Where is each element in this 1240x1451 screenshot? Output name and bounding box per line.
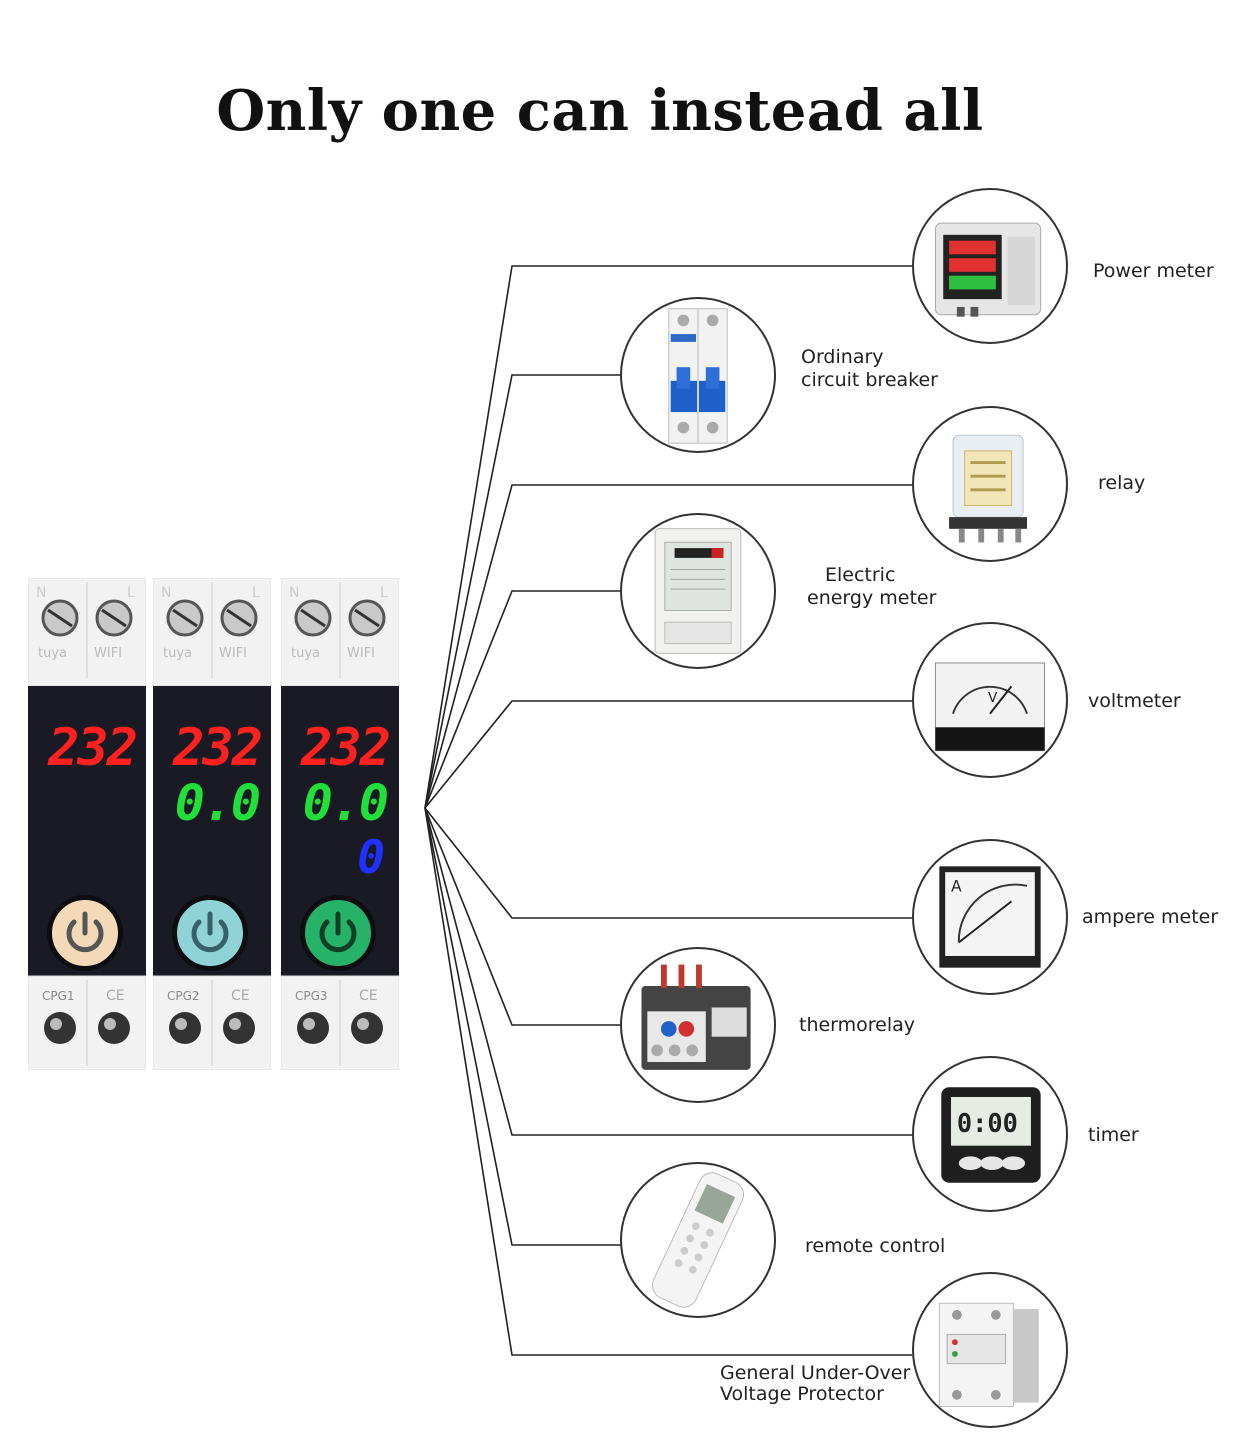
power-icon xyxy=(66,911,104,953)
model-label: CPG1 xyxy=(42,989,75,1003)
ce-label: CE xyxy=(231,988,250,1004)
device-label-energy-meter: Electric energy meter xyxy=(807,564,936,610)
device-label-line: Voltage Protector xyxy=(720,1383,884,1405)
timer-display: 0:00 xyxy=(957,1108,1018,1138)
device-label-circuit-breaker: Ordinary circuit breaker xyxy=(801,346,938,392)
device-label-line: energy meter xyxy=(807,587,937,609)
terminal-label-l: L xyxy=(380,585,388,601)
circuit-breaker-icon xyxy=(620,297,776,453)
power-button[interactable] xyxy=(300,895,376,971)
ammeter-icon: A xyxy=(912,839,1068,995)
device-label-line: General Under-Over xyxy=(720,1362,911,1384)
voltage-protector-icon xyxy=(912,1272,1068,1428)
dial-letter: A xyxy=(951,878,962,896)
device-label-relay: relay xyxy=(1098,472,1146,494)
device-label-line: circuit breaker xyxy=(801,369,938,391)
terminal-label-n: N xyxy=(36,585,47,601)
device-label-voltage-protector: General Under-Over Voltage Protector xyxy=(720,1363,910,1405)
model-label: CPG2 xyxy=(167,989,200,1003)
ce-label: CE xyxy=(106,988,125,1004)
brand-label: tuya xyxy=(291,646,320,661)
power-icon xyxy=(191,911,229,953)
device-label-line: Ordinary xyxy=(801,346,884,368)
device-label-ammeter: ampere meter xyxy=(1082,906,1219,928)
device-label-thermorelay: thermorelay xyxy=(799,1014,916,1036)
page-title: Only one can instead all xyxy=(216,78,984,144)
device-label-voltmeter: voltmeter xyxy=(1088,690,1181,712)
power-meter-icon xyxy=(912,188,1068,344)
brand-label: tuya xyxy=(163,646,192,661)
voltage-readout: 232 xyxy=(301,718,391,778)
ce-label: CE xyxy=(359,988,378,1004)
power-button[interactable] xyxy=(47,895,123,971)
terminal-label-n: N xyxy=(161,585,172,601)
dial-letter: V xyxy=(988,690,998,706)
power-readout: 0 xyxy=(357,830,385,884)
wifi-label: WIFI xyxy=(94,646,122,661)
timer-icon: 0:00 xyxy=(912,1056,1068,1212)
energy-meter-icon xyxy=(620,513,776,669)
device-label-remote-control: remote control xyxy=(805,1235,946,1257)
current-readout: 0.0 xyxy=(174,774,261,832)
brand-label: tuya xyxy=(38,646,67,661)
terminal-label-l: L xyxy=(127,585,135,601)
voltage-readout: 232 xyxy=(48,718,138,778)
remote-control-icon xyxy=(620,1162,776,1318)
relay-icon xyxy=(912,406,1068,562)
voltmeter-icon: V xyxy=(912,622,1068,778)
device-label-line: Electric xyxy=(825,564,896,586)
wifi-label: WIFI xyxy=(347,646,375,661)
device-label-power-meter: Power meter xyxy=(1093,260,1214,282)
power-icon xyxy=(319,911,357,953)
thermorelay-icon xyxy=(620,947,776,1103)
wifi-label: WIFI xyxy=(219,646,247,661)
terminal-label-l: L xyxy=(252,585,260,601)
current-readout: 0.0 xyxy=(302,774,389,832)
model-label: CPG3 xyxy=(295,989,328,1003)
device-label-timer: timer xyxy=(1088,1124,1139,1146)
voltage-readout: 232 xyxy=(173,718,263,778)
terminal-label-n: N xyxy=(289,585,300,601)
power-button[interactable] xyxy=(172,895,248,971)
